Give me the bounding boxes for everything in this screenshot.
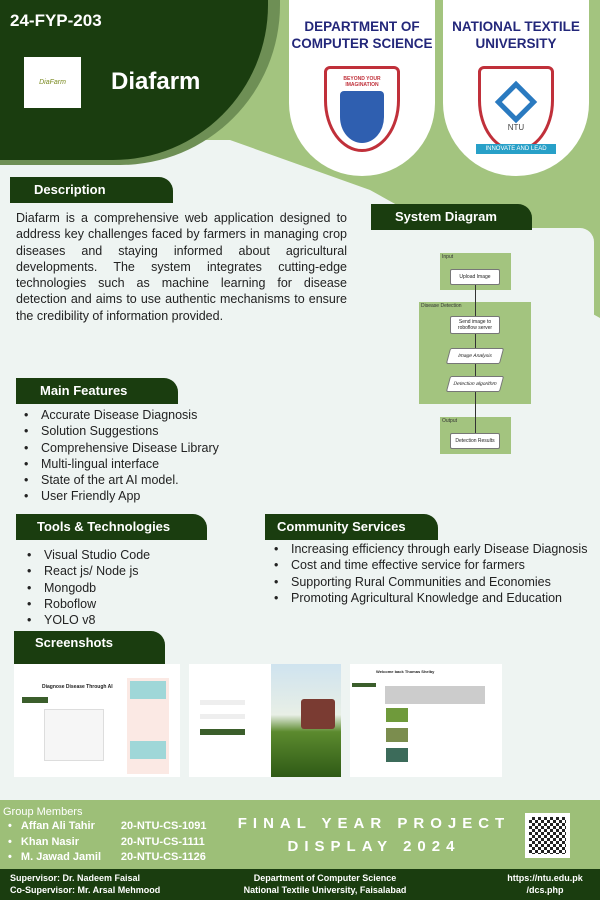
list-item: Supporting Rural Communities and Economi…: [266, 574, 596, 591]
screenshot-tractor-image: [271, 664, 341, 777]
community-list: Increasing efficiency through early Dise…: [266, 541, 596, 606]
system-diagram-heading: System Diagram: [371, 204, 532, 230]
group-members-heading: Group Members: [3, 806, 83, 818]
department-crest-icon: BEYOND YOUR IMAGINATION: [324, 66, 400, 152]
list-item: Multi-lingual interface: [16, 456, 346, 473]
supervisors: Supervisor: Dr. Nadeem Faisal Co-Supervi…: [10, 872, 225, 896]
description-text: Diafarm is a comprehensive web applicati…: [16, 211, 347, 323]
url-line[interactable]: /dcs.php: [526, 885, 564, 895]
diafarm-logo: DiaFarm: [24, 57, 81, 108]
department-address: Department of Computer Science National …: [230, 872, 420, 896]
project-title: Diafarm: [111, 68, 201, 95]
screenshot-library: Welcome back Thomas Shelby: [350, 664, 502, 777]
list-item: State of the art AI model.: [16, 472, 346, 489]
banner-line-2: DISPLAY 2024: [287, 838, 461, 855]
dept-line: Department of Computer Science: [253, 873, 397, 883]
diagram-step: Image Analysis: [445, 348, 505, 364]
diagram-step: Detection algorithm: [445, 376, 505, 392]
list-item: Cost and time effective service for farm…: [266, 557, 596, 574]
supervisor: Supervisor: Dr. Nadeem Faisal: [10, 873, 141, 883]
event-banner: FINAL YEAR PROJECT DISPLAY 2024: [228, 800, 520, 869]
university-crest-icon: NTU: [478, 66, 554, 152]
list-item: Promoting Agricultural Knowledge and Edu…: [266, 590, 596, 607]
footer-info-bar: Supervisor: Dr. Nadeem Faisal Co-Supervi…: [0, 869, 600, 900]
diagram-step: Upload Image: [450, 269, 500, 285]
university-motto: INNOVATE AND LEAD: [476, 144, 556, 154]
banner-line-1: FINAL YEAR PROJECT: [237, 815, 511, 832]
screenshot-title: Diagnose Disease Through AI: [42, 684, 113, 690]
screenshots-heading: Screenshots: [14, 631, 165, 665]
list-item: React js/ Node js: [19, 563, 249, 580]
community-heading: Community Services: [265, 514, 438, 540]
co-supervisor: Co-Supervisor: Mr. Arsal Mehmood: [10, 885, 161, 895]
website-link[interactable]: https://ntu.edu.pk /dcs.php: [496, 872, 594, 896]
project-id: 24-FYP-203: [10, 11, 102, 30]
university-badge: NATIONAL TEXTILE UNIVERSITY NTU INNOVATE…: [443, 0, 589, 176]
qr-code-icon[interactable]: [525, 813, 570, 858]
url-line[interactable]: https://ntu.edu.pk: [507, 873, 583, 883]
tools-heading: Tools & Technologies: [16, 514, 207, 540]
logo-text: DiaFarm: [39, 79, 66, 86]
list-item: Comprehensive Disease Library: [16, 440, 346, 457]
department-motto: BEYOND YOUR IMAGINATION: [343, 75, 381, 88]
list-item: User Friendly App: [16, 488, 346, 505]
features-list: Accurate Disease Diagnosis Solution Sugg…: [16, 407, 346, 505]
diagram-step: Detection Results: [450, 433, 500, 449]
description-heading: Description: [10, 177, 173, 203]
list-item: YOLO v8: [19, 612, 249, 629]
university-abbr: NTU: [507, 122, 525, 132]
department-badge: DEPARTMENT OF COMPUTER SCIENCE BEYOND YO…: [289, 0, 435, 176]
features-heading: Main Features: [16, 378, 178, 404]
screenshot-diagnose: Diagnose Disease Through AI: [14, 664, 180, 777]
list-item: Visual Studio Code: [19, 547, 249, 564]
list-item: Solution Suggestions: [16, 423, 346, 440]
diagram-step: Send image to roboflow server: [450, 316, 500, 334]
screenshot-login: [189, 664, 271, 777]
university-line: National Textile University, Faisalabad: [243, 885, 407, 895]
qr-code-block: [520, 800, 600, 869]
university-name: NATIONAL TEXTILE UNIVERSITY: [452, 19, 580, 51]
list-item: Accurate Disease Diagnosis: [16, 407, 346, 424]
list-item: Mongodb: [19, 580, 249, 597]
screenshot-title: Welcome back Thomas Shelby: [376, 669, 435, 674]
list-item: Roboflow: [19, 596, 249, 613]
department-name: DEPARTMENT OF COMPUTER SCIENCE: [291, 19, 433, 51]
list-item: Increasing efficiency through early Dise…: [266, 541, 596, 558]
tools-list: Visual Studio Code React js/ Node js Mon…: [19, 547, 249, 629]
